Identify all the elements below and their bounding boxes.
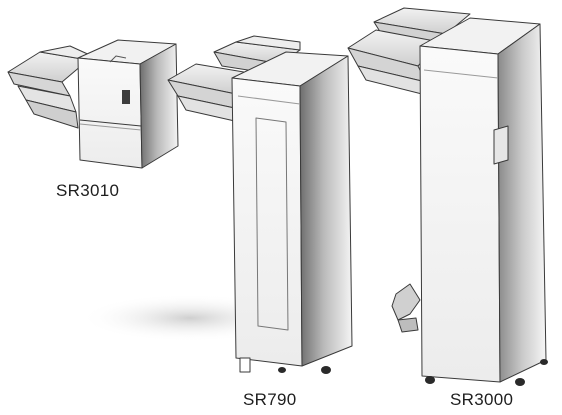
sr790-label: SR790 <box>243 390 297 409</box>
sr3010-finisher <box>7 39 179 169</box>
sr3000-label: SR3000 <box>450 390 514 409</box>
sr3000-finisher <box>347 7 548 386</box>
sr3010-label: SR3010 <box>56 181 120 200</box>
sr790-finisher <box>167 35 353 374</box>
